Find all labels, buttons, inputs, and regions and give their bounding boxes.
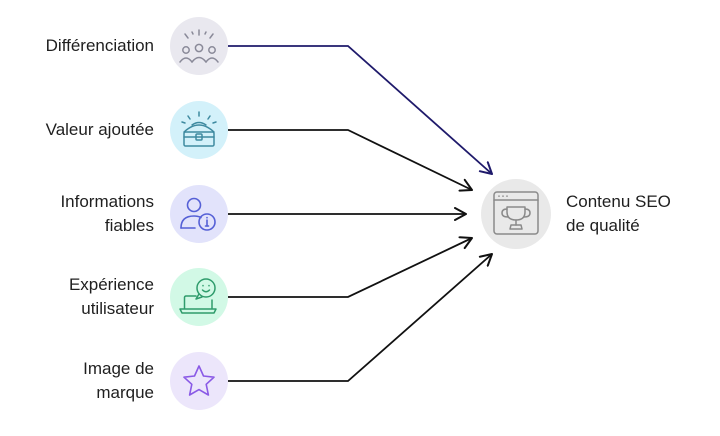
label-line: Contenu SEO	[566, 192, 671, 211]
browser-trophy-icon	[493, 191, 539, 235]
label-experience-utilisateur: Expérience utilisateur	[69, 273, 154, 321]
label-informations-fiables: Informations fiables	[60, 190, 154, 238]
label-line: Différenciation	[45, 36, 154, 55]
label-valeur-ajoutee: Valeur ajoutée	[46, 118, 154, 142]
treasure-chest-icon	[181, 111, 217, 147]
label-differenciation: Différenciation	[46, 34, 154, 58]
source-node-image-de-marque	[170, 352, 228, 410]
crowd-celebration-icon	[179, 29, 219, 63]
label-line: Image de	[83, 359, 154, 378]
user-info-icon	[180, 197, 216, 231]
label-image-de-marque: Image de marque	[83, 357, 154, 405]
label-line: Informations	[60, 192, 154, 211]
label-line: de qualité	[566, 216, 640, 235]
label-line: fiables	[104, 216, 154, 235]
label-line: Expérience	[68, 275, 154, 294]
label-contenu-seo: Contenu SEO de qualité	[566, 190, 671, 238]
label-line: utilisateur	[81, 299, 154, 318]
source-node-experience-utilisateur	[170, 268, 228, 326]
label-line: marque	[96, 383, 154, 402]
source-node-valeur-ajoutee	[170, 101, 228, 159]
source-node-informations-fiables	[170, 185, 228, 243]
target-node-contenu-seo	[481, 179, 551, 249]
source-node-differenciation	[170, 17, 228, 75]
laptop-chat-smile-icon	[179, 278, 217, 314]
connector-arrow-image-de-marque	[228, 253, 493, 382]
star-icon	[183, 365, 215, 396]
label-line: Valeur ajoutée	[45, 120, 154, 139]
connector-arrow-experience-utilisateur	[228, 236, 473, 298]
connector-arrow-valeur-ajoutee	[228, 129, 473, 192]
connector-arrow-differenciation	[228, 45, 493, 175]
